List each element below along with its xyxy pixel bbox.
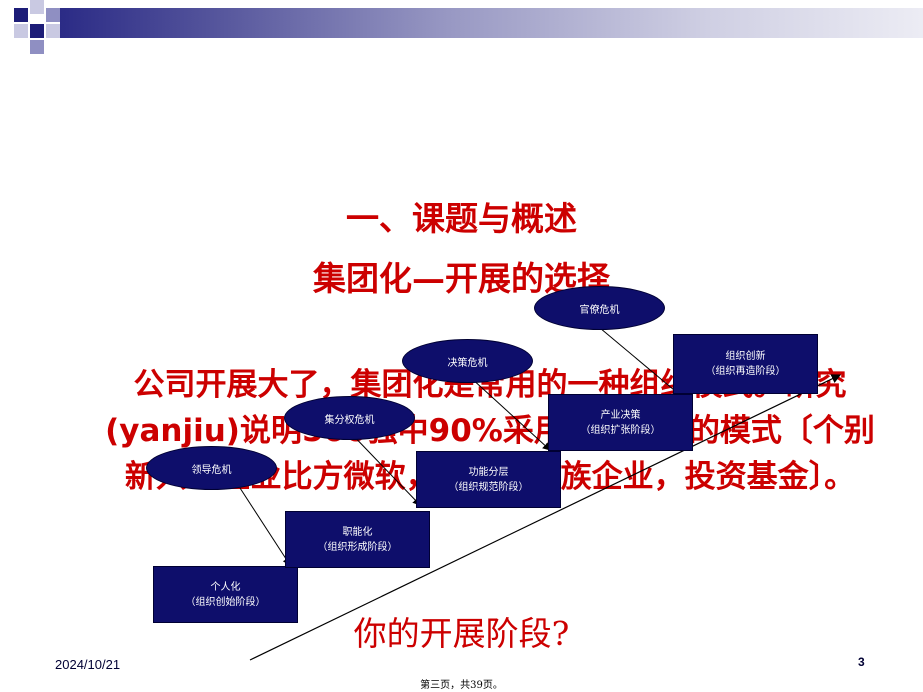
stage-subtitle: （组织扩张阶段）: [580, 424, 661, 436]
stage-box: 产业决策 （组织扩张阶段）: [548, 394, 693, 451]
crisis-ellipse: 决策危机: [402, 339, 533, 383]
stage-title: 个人化: [210, 581, 241, 593]
growth-arrow: [249, 374, 842, 661]
stage-title: 组织创新: [725, 351, 766, 362]
page-info: 第三页，共39页。: [420, 680, 503, 691]
crisis-ellipse: 领导危机: [146, 446, 277, 490]
crisis-label: 领导危机: [191, 464, 232, 476]
header-square: [14, 24, 28, 38]
header-square: [30, 0, 44, 14]
stage-subtitle: （组织形成阶段）: [317, 541, 398, 553]
crisis-arrow: [239, 487, 291, 566]
crisis-ellipse: 集分权危机: [284, 396, 415, 440]
crisis-ellipse: 官僚危机: [534, 286, 665, 330]
stage-title: 产业决策: [600, 409, 641, 421]
slide-date: 2024/10/21: [55, 657, 121, 672]
header-square: [30, 40, 44, 54]
crisis-label: 决策危机: [447, 357, 488, 369]
crisis-label: 集分权危机: [324, 414, 375, 426]
slide-question: 你的开展阶段?: [353, 614, 570, 653]
crisis-arrow: [344, 426, 421, 506]
header-gradient-bar: [60, 8, 923, 38]
stage-subtitle: （组织再造阶段）: [705, 366, 786, 377]
stage-box: 功能分层 （组织规范阶段）: [416, 451, 561, 508]
crisis-arrow: [469, 376, 551, 451]
stage-box: 个人化 （组织创始阶段）: [153, 566, 298, 623]
stage-title: 职能化: [342, 526, 373, 538]
slide-page-number: 3: [858, 655, 865, 669]
stage-subtitle: （组织规范阶段）: [448, 481, 529, 493]
header-square: [46, 8, 60, 22]
slide-heading: 一、课题与概述: [346, 199, 577, 238]
crisis-arrow: [599, 327, 681, 396]
stage-subtitle: （组织创始阶段）: [185, 596, 266, 608]
crisis-label: 官僚危机: [579, 304, 620, 316]
stage-box: 组织创新 （组织再造阶段）: [673, 334, 818, 394]
header-square: [14, 8, 28, 22]
stage-title: 功能分层: [468, 466, 509, 478]
stage-box: 职能化 （组织形成阶段）: [285, 511, 430, 568]
header-square: [30, 24, 44, 38]
header-square: [46, 24, 60, 38]
